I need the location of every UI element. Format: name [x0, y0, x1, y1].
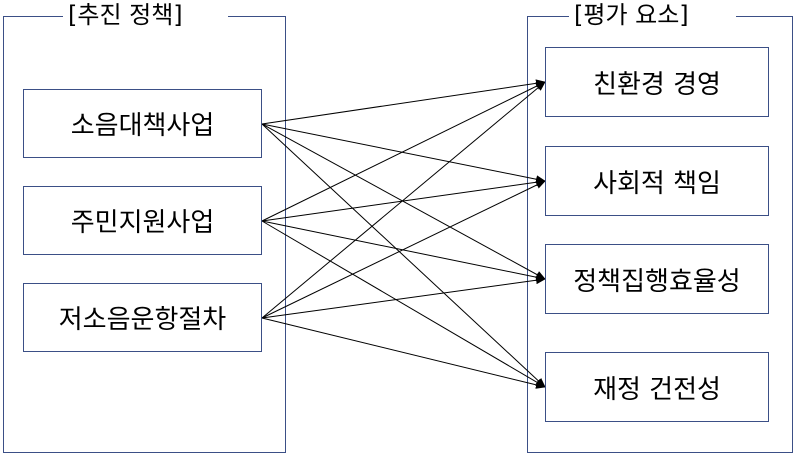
policy-group-topline-left [3, 16, 63, 17]
arrow-0-to-1 [261, 123, 546, 184]
policy-box-low-noise-procedure: 저소음운항절차 [23, 283, 262, 352]
arrow-2-to-2 [261, 276, 546, 319]
eval-box-policy-efficiency: 정책집행효율성 [545, 244, 769, 314]
evaluation-group-title: [평가 요소] [570, 1, 693, 29]
arrow-0-to-3 [261, 123, 546, 388]
eval-box-social-responsibility: 사회적 책임 [545, 146, 769, 216]
policy-box-noise-countermeasure: 소음대책사업 [23, 89, 262, 158]
arrow-2-to-1 [261, 180, 546, 319]
arrow-1-to-3 [261, 220, 546, 388]
evaluation-group-topline-right [736, 16, 793, 17]
arrow-1-to-1 [261, 178, 546, 222]
arrow-0-to-0 [261, 79, 546, 125]
arrow-2-to-3 [261, 317, 546, 389]
eval-box-eco-management: 친환경 경영 [545, 47, 769, 117]
eval-box-financial-soundness: 재정 건전성 [545, 352, 769, 422]
arrow-1-to-0 [261, 81, 546, 222]
evaluation-group-topline-left [527, 16, 569, 17]
policy-group-title: [추진 정책] [64, 1, 187, 29]
arrow-2-to-0 [261, 81, 546, 319]
policy-box-resident-support: 주민지원사업 [23, 186, 262, 255]
policy-group-topline-right [228, 16, 286, 17]
